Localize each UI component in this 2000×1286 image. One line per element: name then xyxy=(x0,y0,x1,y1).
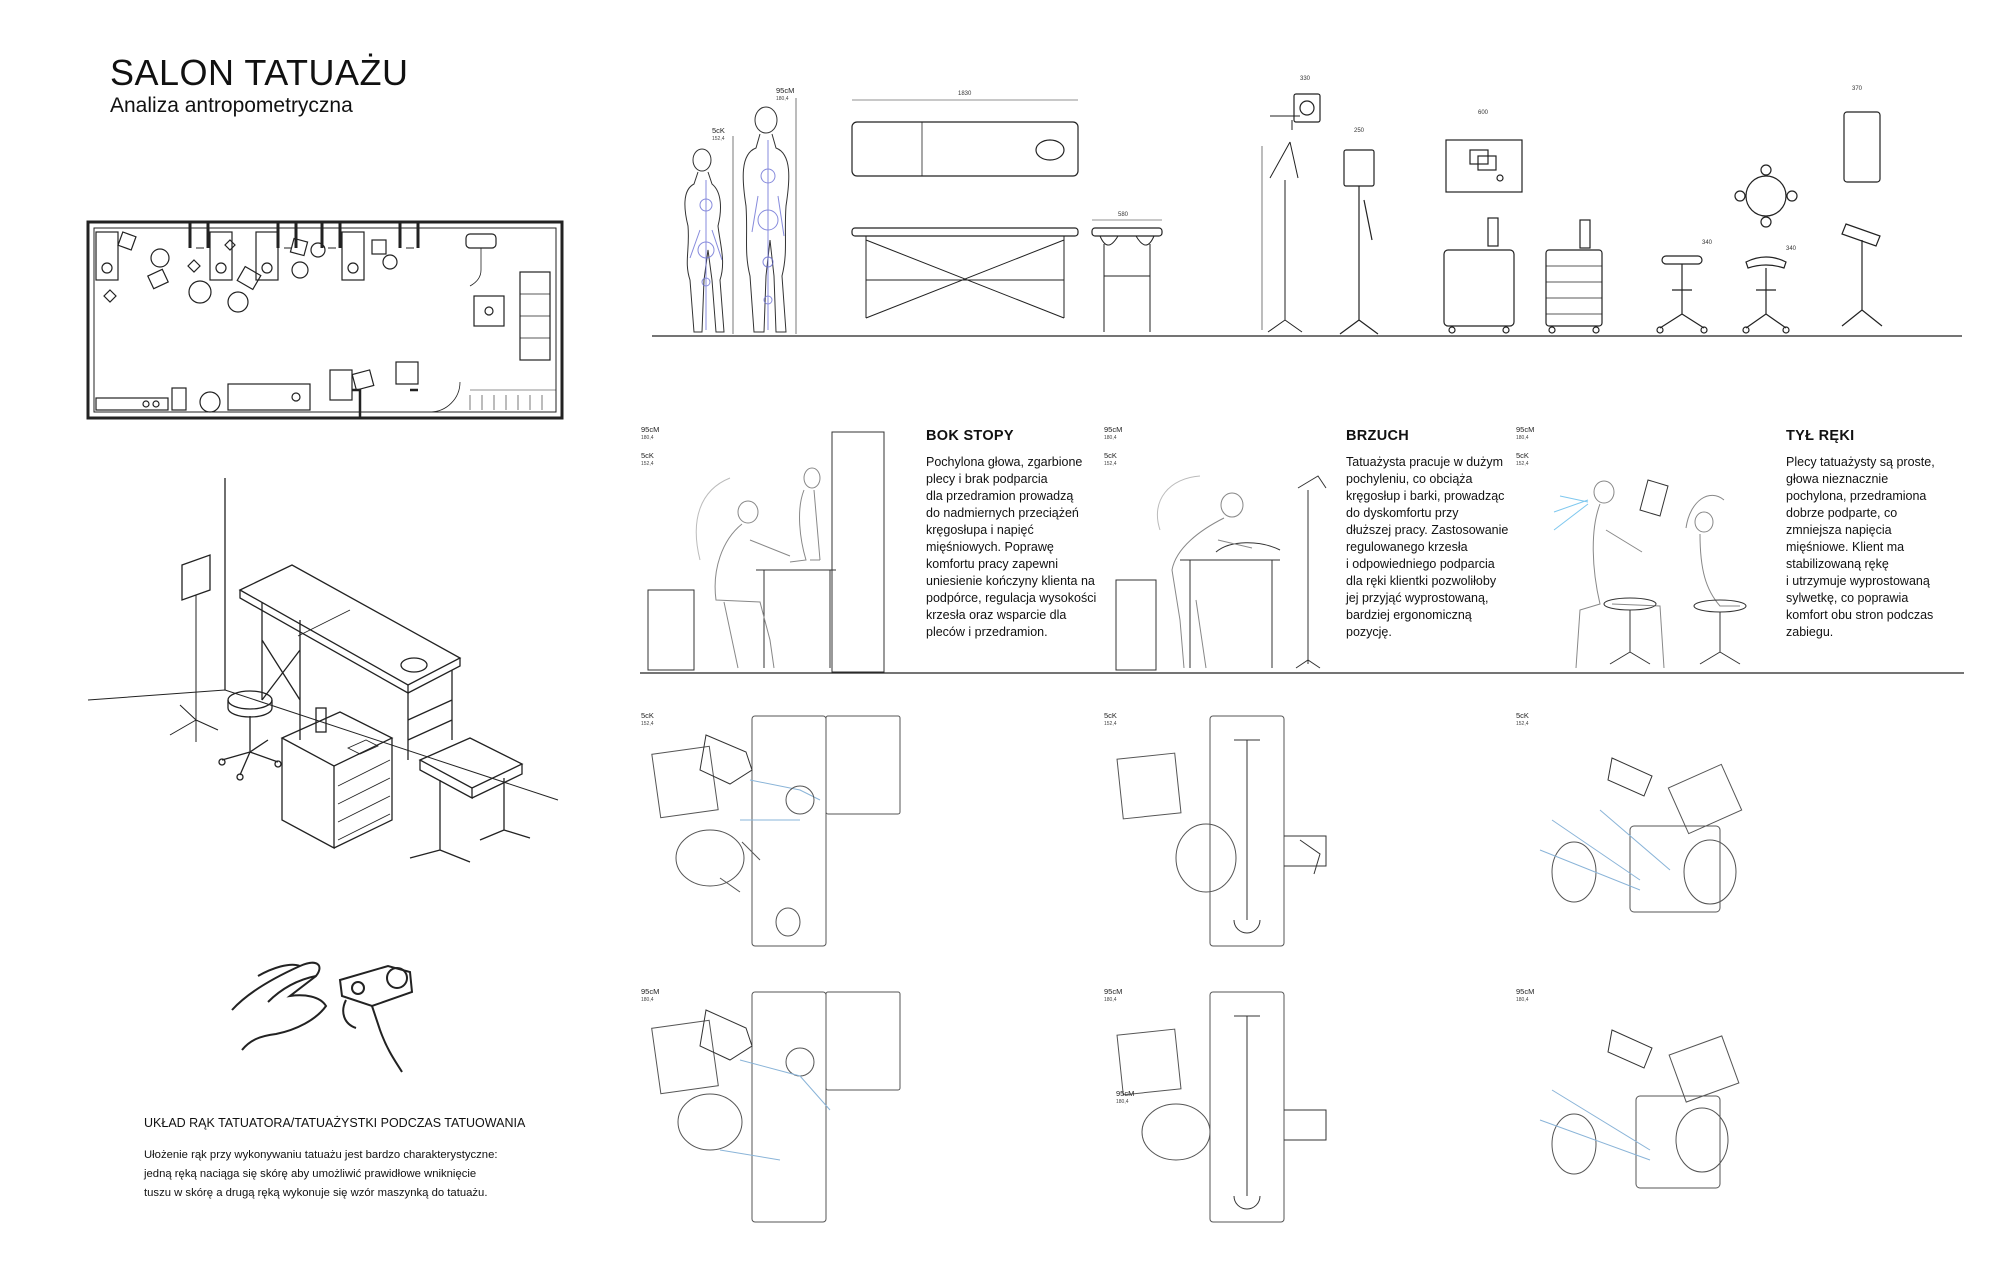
section-side-3 xyxy=(1553,479,1747,669)
svg-text:340: 340 xyxy=(1702,240,1713,246)
svg-text:370: 370 xyxy=(1852,86,1863,92)
page-subtitle: Analiza antropometryczna xyxy=(110,94,353,117)
page-title: SALON TATUAŻU xyxy=(110,52,409,93)
svg-text:250: 250 xyxy=(1354,128,1365,134)
hands-description: Ułożenie rąk przy wykonywaniu tatuażu je… xyxy=(144,1149,498,1199)
figure-label-5ck: 5cK 152,4 xyxy=(712,126,725,143)
hands-heading: UKŁAD RĄK TATUATORA/TATUAŻYSTKI PODCZAS … xyxy=(144,1116,526,1130)
plan-row-1 xyxy=(651,715,1743,947)
hands-sketch xyxy=(231,961,414,1073)
floor-plan xyxy=(86,220,564,420)
section-heading: BRZUCH xyxy=(1346,428,1410,444)
section-side-1 xyxy=(647,431,885,673)
section-description: Plecy tatuażysty są proste,głowa nieznac… xyxy=(1786,455,1935,639)
svg-text:1830: 1830 xyxy=(958,91,972,97)
top-elevation: 1830 580 330 250 600 340 340 370 xyxy=(652,76,1962,337)
svg-text:340: 340 xyxy=(1786,246,1797,252)
section-heading: BOK STOPY xyxy=(926,428,1014,444)
svg-text:580: 580 xyxy=(1118,212,1129,218)
plan-row-2 xyxy=(651,991,1740,1223)
svg-text:600: 600 xyxy=(1478,110,1489,116)
svg-text:330: 330 xyxy=(1300,76,1311,82)
section-side-2 xyxy=(1115,475,1327,671)
section-heading: TYŁ RĘKI xyxy=(1786,428,1855,444)
figure-label-95cm: 95cM 180,4 xyxy=(776,86,795,103)
isometric-workstation xyxy=(87,478,559,863)
section-tyl-reki-text: TYŁ RĘKI Plecy tatuażysty są proste,głow… xyxy=(1786,428,1976,641)
